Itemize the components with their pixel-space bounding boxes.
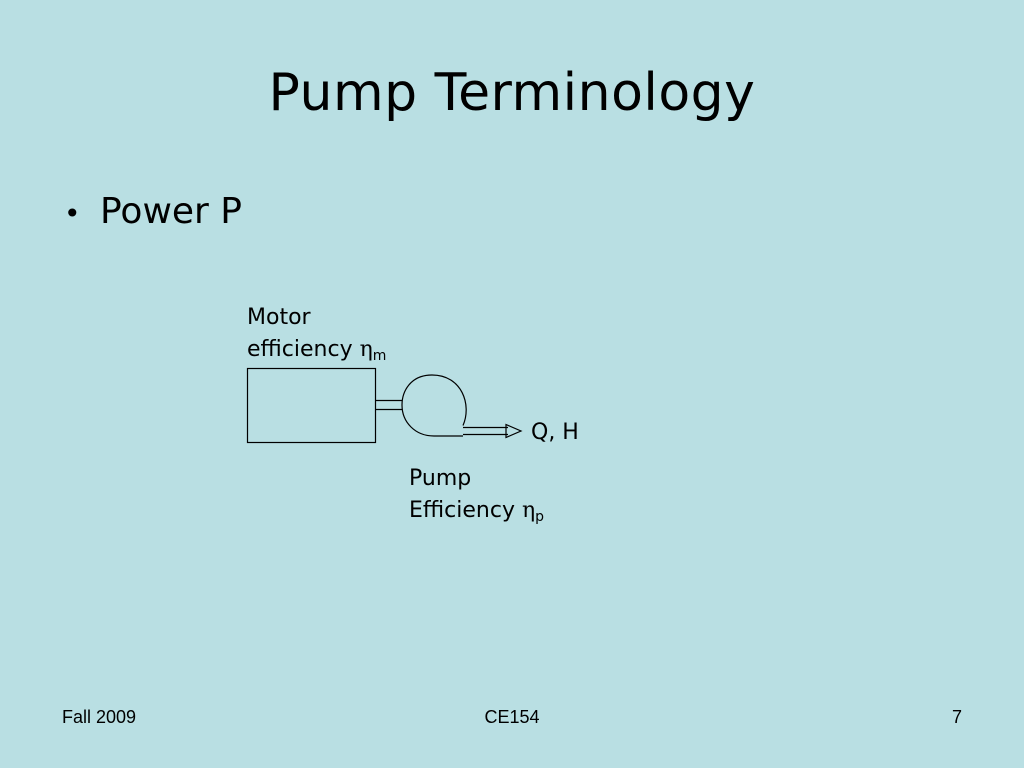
footer-page-number: 7 — [951, 707, 962, 727]
bullet-text: Power P — [100, 191, 242, 232]
motor-label-line2: efficiency ηm — [247, 337, 386, 364]
motor-eta-subscript: m — [373, 348, 387, 364]
bullet-list: • Power P — [64, 188, 242, 238]
motor-box — [246, 367, 377, 444]
pump-eta-subscript: p — [535, 509, 544, 525]
bullet-item: • Power P — [64, 188, 242, 238]
pump-label-line1: Pump — [409, 466, 471, 491]
flow-arrow-icon — [505, 423, 523, 439]
slide-title: Pump Terminology — [268, 63, 756, 123]
pump-volute — [401, 374, 467, 437]
bullet-dot-icon: • — [64, 197, 81, 230]
motor-label-line1: Motor — [247, 305, 312, 330]
footer-date: Fall 2009 — [62, 707, 137, 727]
pump-label-line2: Efficiency ηp — [409, 498, 544, 525]
footer-course: CE154 — [484, 707, 540, 727]
motor-eta-symbol: η — [360, 337, 373, 362]
pump-eta-symbol: η — [522, 498, 535, 523]
output-label: Q, H — [531, 420, 579, 445]
